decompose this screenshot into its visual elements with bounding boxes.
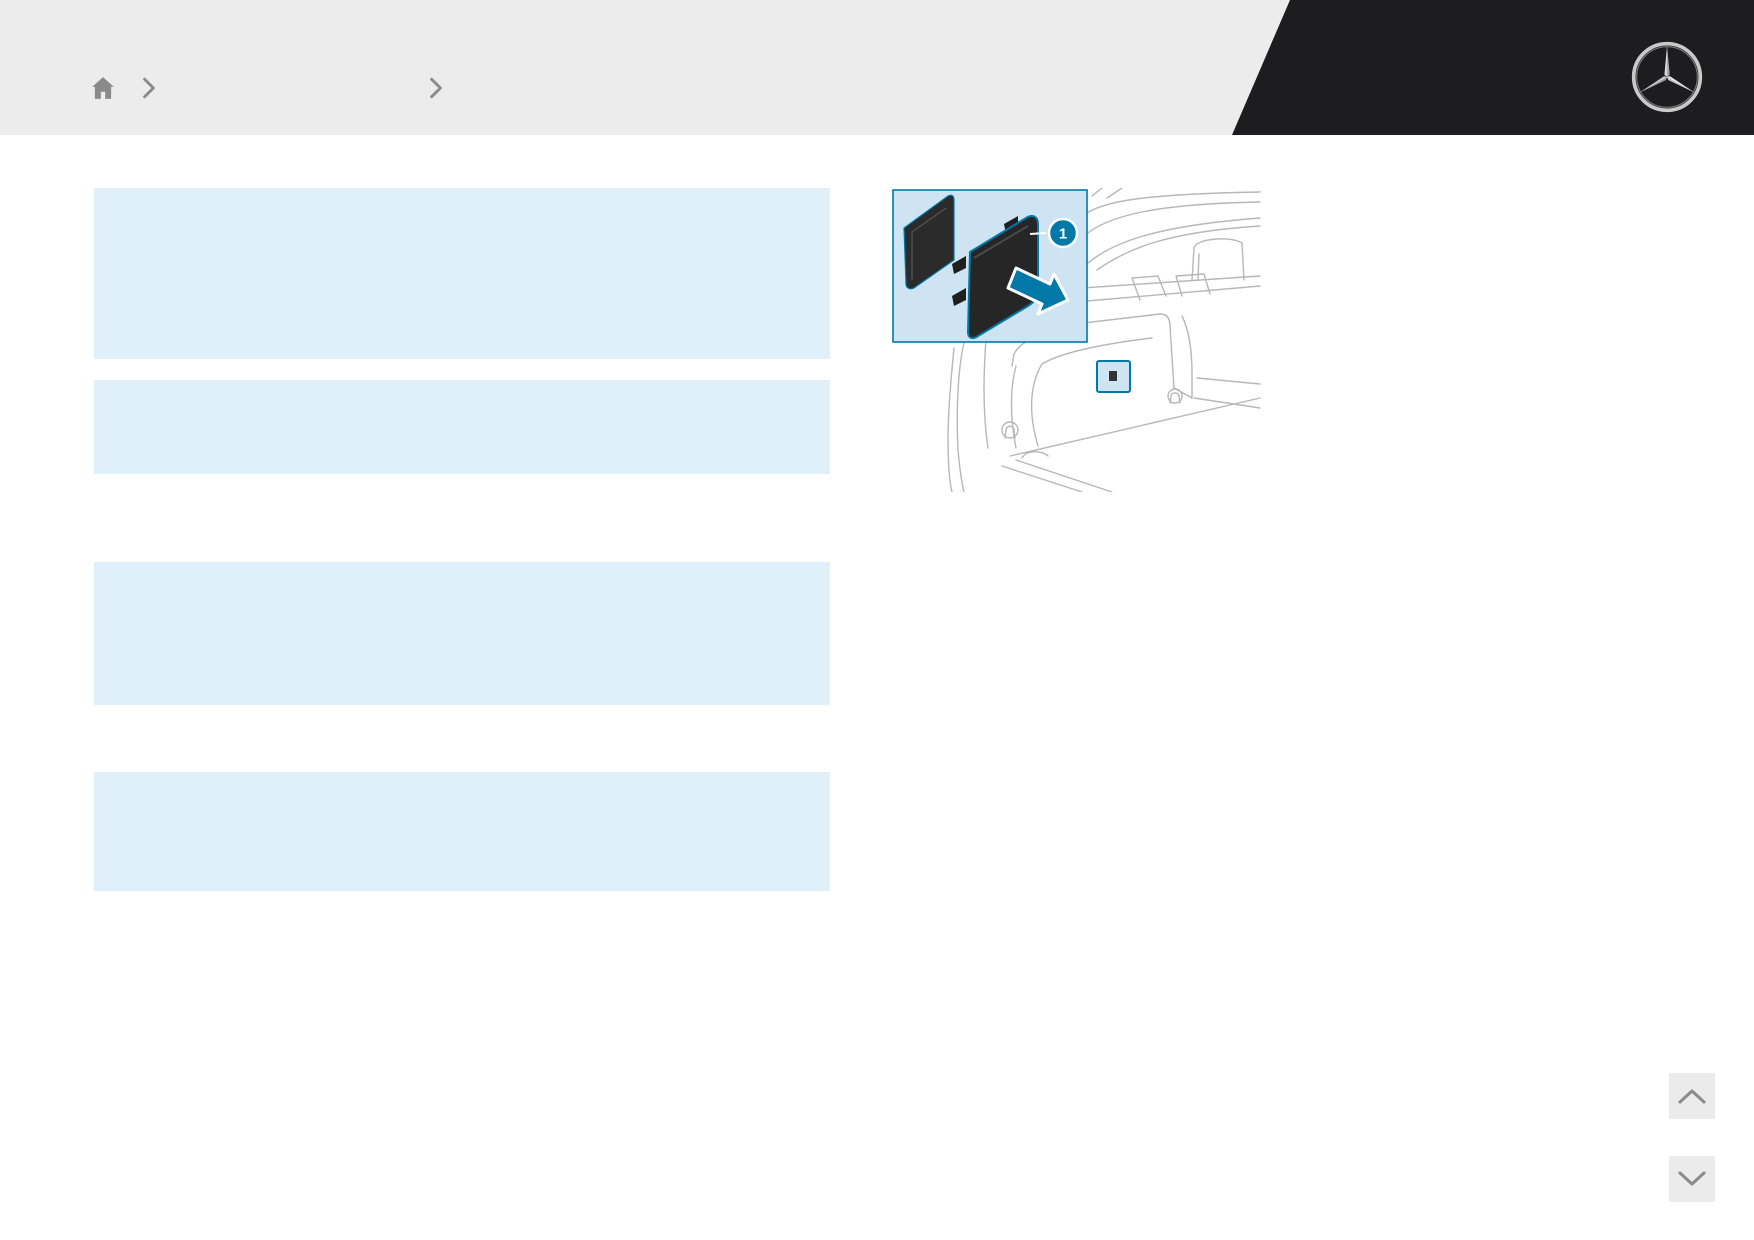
mercedes-star-icon (1631, 41, 1703, 113)
chevron-down-icon (1678, 1171, 1706, 1186)
breadcrumb (90, 72, 445, 104)
trunk-cover-removal-illustration: 1 (892, 188, 1261, 492)
note-box-3 (94, 562, 830, 705)
note-box-4 (94, 772, 830, 891)
home-icon[interactable] (90, 75, 116, 101)
note-box-1 (94, 188, 830, 359)
chevron-right-icon (143, 77, 155, 99)
callout-number: 1 (1059, 226, 1067, 243)
scroll-up-button[interactable] (1669, 1073, 1715, 1119)
scroll-down-button[interactable] (1669, 1156, 1715, 1202)
note-box-2 (94, 380, 830, 474)
header-dark-band (1232, 0, 1754, 135)
chevron-right-icon (430, 77, 442, 99)
chevron-up-icon (1678, 1089, 1706, 1104)
